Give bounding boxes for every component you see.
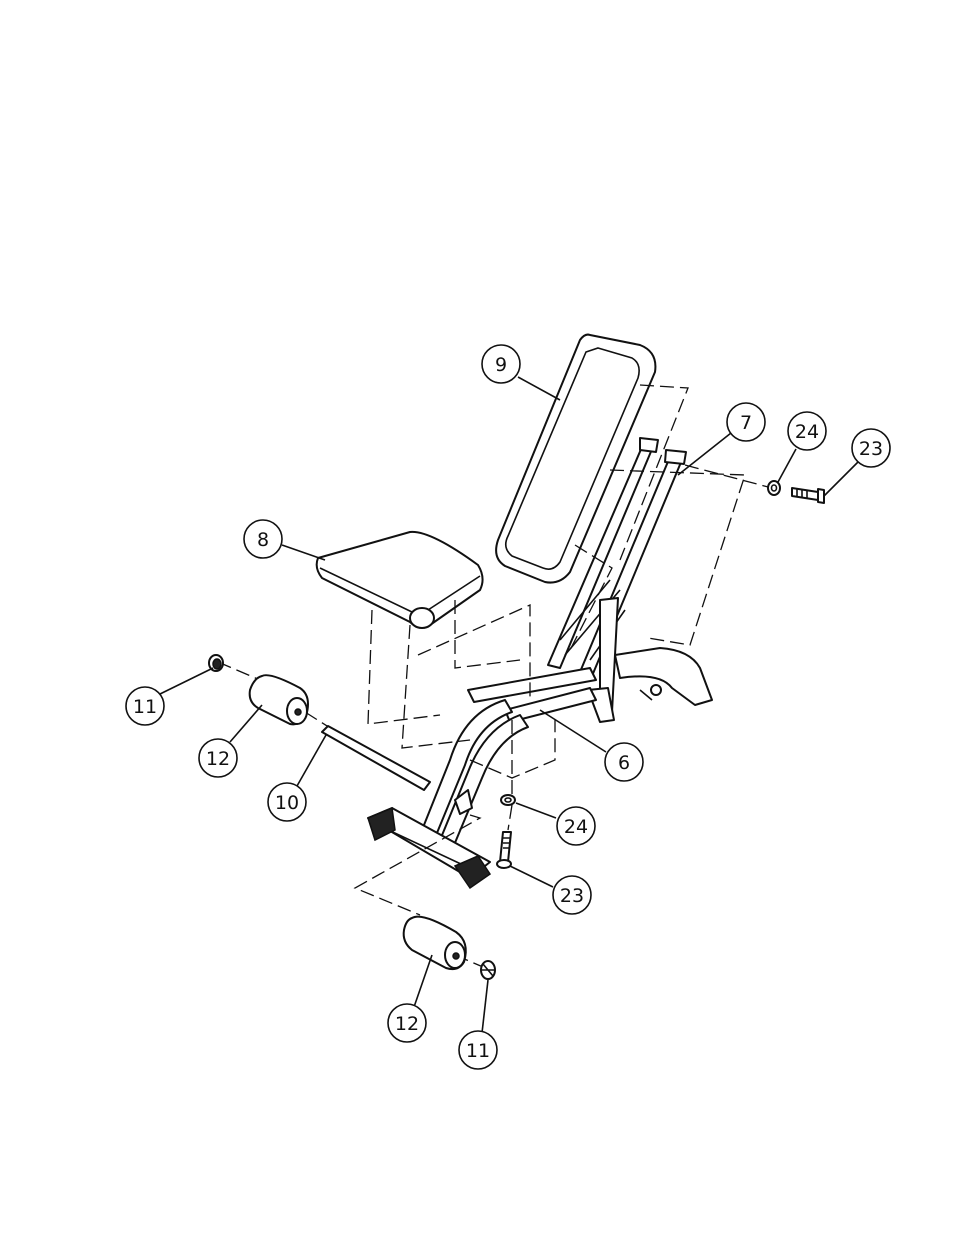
callout-label: 12 [395, 1013, 419, 1035]
callout-label: 23 [560, 885, 584, 907]
callout-12-lower: 12 [388, 955, 432, 1042]
roller-pad-lower [404, 917, 466, 970]
roller-pad-upper [250, 675, 308, 724]
callout-23-lower: 23 [510, 866, 591, 914]
callout-label: 24 [564, 816, 588, 838]
callout-label: 7 [740, 412, 752, 434]
callout-label: 11 [133, 696, 157, 718]
washer-lower [501, 795, 515, 805]
washer-upper [768, 481, 780, 495]
callout-9: 9 [482, 345, 560, 400]
callout-10: 10 [268, 735, 326, 821]
callout-7: 7 [678, 403, 765, 475]
callout-23-upper: 23 [824, 429, 890, 496]
callout-24-lower: 24 [516, 803, 595, 845]
callout-label: 8 [257, 529, 269, 551]
seat-pad [317, 532, 483, 628]
callout-label: 24 [795, 421, 819, 443]
callout-11-upper: 11 [126, 668, 213, 725]
callout-12-upper: 12 [199, 705, 262, 777]
callout-label: 12 [206, 748, 230, 770]
callout-label: 11 [466, 1040, 490, 1062]
callout-24-upper: 24 [778, 412, 826, 482]
roller-rod [322, 726, 430, 790]
end-cap-lower [481, 961, 495, 979]
callout-label: 10 [275, 792, 299, 814]
bolt-lower [497, 832, 511, 868]
callout-label: 9 [495, 354, 507, 376]
bolt-upper [792, 488, 824, 503]
callout-label: 23 [859, 438, 883, 460]
callout-11-lower: 11 [459, 980, 497, 1069]
callout-8: 8 [244, 520, 325, 560]
callout-label: 6 [618, 752, 630, 774]
